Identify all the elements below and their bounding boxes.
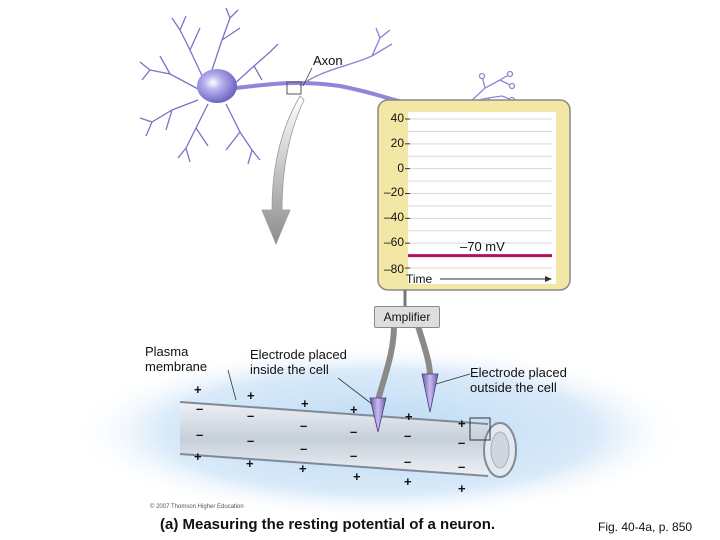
plasma-membrane-leader: [227, 369, 237, 401]
axon-tube: [180, 402, 488, 476]
neuron-cell-body: [197, 69, 237, 103]
charge-minus-sign: –: [350, 424, 358, 439]
figure-caption: (a) Measuring the resting potential of a…: [160, 516, 496, 533]
inside-electrode-wire: [375, 325, 397, 401]
electrode-inside-label: Electrode placed inside the cell: [250, 347, 347, 377]
amplifier-box: Amplifier: [374, 306, 440, 328]
time-arrowhead-icon: [545, 276, 552, 282]
tick-label: 40: [390, 111, 404, 125]
charge-minus-sign: –: [196, 401, 204, 416]
axon-label: Axon: [313, 53, 343, 68]
plasma-membrane-label: Plasma membrane: [145, 344, 208, 374]
charge-minus-sign: –: [247, 433, 255, 448]
electrode-outside-label: Electrode placed outside the cell: [470, 365, 567, 395]
charge-plus-sign: +: [458, 481, 466, 496]
charge-plus-sign: +: [350, 402, 358, 417]
charge-plus-sign: +: [247, 388, 255, 403]
tick-label: 20: [390, 136, 404, 150]
electrode-inside-leader: [337, 377, 373, 405]
charge-plus-sign: +: [301, 396, 309, 411]
oscilloscope-screen: [408, 112, 556, 284]
axon-tube-membrane-top: [179, 401, 489, 425]
charge-plus-sign: +: [458, 416, 466, 431]
charge-plus-sign: +: [405, 409, 413, 424]
charge-minus-sign: –: [196, 427, 204, 442]
axon-tube-membrane-bottom: [179, 453, 489, 477]
zoom-arrow: [261, 95, 305, 246]
tick-label: –20: [383, 185, 404, 199]
neuron-dendrites: [139, 7, 279, 165]
charge-plus-sign: +: [246, 456, 254, 471]
charge-plus-sign: +: [299, 461, 307, 476]
charge-plus-sign: +: [404, 474, 412, 489]
tick-label: –40: [383, 210, 404, 224]
charge-minus-sign: –: [300, 418, 308, 433]
charge-plus-sign: +: [353, 469, 361, 484]
tick-label: 0: [397, 161, 404, 175]
charge-minus-sign: –: [404, 428, 412, 443]
voltage-readout: –70 mV: [460, 239, 505, 254]
outside-electrode: [421, 373, 439, 413]
copyright-notice: © 2007 Thomson Higher Education: [150, 504, 244, 510]
axon-tube-end-inner: [490, 431, 510, 469]
figure-reference: Fig. 40-4a, p. 850: [598, 520, 693, 534]
time-axis-label: Time: [406, 272, 433, 286]
axon-label-leader: [302, 67, 313, 87]
charge-minus-sign: –: [404, 454, 412, 469]
charge-minus-sign: –: [458, 459, 466, 474]
axon-highlight-box: [286, 81, 302, 95]
charge-minus-sign: –: [458, 435, 466, 450]
electrode-outside-leader: [435, 373, 471, 385]
tick-label: –80: [383, 262, 404, 276]
inside-electrode: [369, 397, 387, 433]
charge-minus-sign: –: [350, 448, 358, 463]
outside-electrode-wire: [415, 325, 433, 377]
axon-collateral: [299, 27, 393, 87]
charge-plus-sign: +: [194, 449, 202, 464]
charge-plus-sign: +: [194, 382, 202, 397]
tick-label: –60: [383, 235, 404, 249]
charge-minus-sign: –: [247, 408, 255, 423]
charge-minus-sign: –: [300, 441, 308, 456]
membrane-section-box: [469, 417, 491, 441]
